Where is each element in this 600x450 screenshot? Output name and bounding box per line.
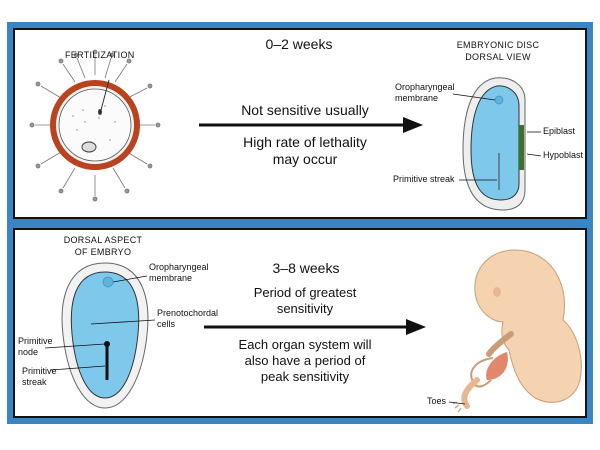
top-panel-drawing: [29, 49, 542, 211]
panel-fertilization-stage: FERTILIZATION 0–2 weeks Not sensitive us…: [13, 28, 587, 219]
outer-frame: FERTILIZATION 0–2 weeks Not sensitive us…: [7, 22, 593, 424]
panel-embryonic-stage: DORSAL ASPECT OF EMBRYO 3–8 weeks Period…: [13, 228, 587, 418]
bottom-oropharyngeal-label: Oropharyngeal membrane: [149, 262, 209, 284]
hypoblast-label: Hypoblast: [543, 150, 584, 160]
top-primitive-streak-label: Primitive streak: [393, 174, 455, 184]
top-period-label: 0–2 weeks: [265, 36, 333, 52]
primitive-node-label: Primitive node: [18, 336, 53, 358]
bottom-organ-line-3: peak sensitivity: [260, 369, 350, 384]
bottom-oro-line-2: membrane: [149, 273, 193, 283]
top-oro-line-2: membrane: [395, 93, 439, 103]
bottom-organ-line-1: Each organ system will: [238, 337, 372, 352]
top-arrow: [199, 117, 423, 133]
bottom-primitive-streak-label: Primitive streak: [22, 366, 57, 388]
top-oro-line-1: Oropharyngeal: [395, 82, 455, 92]
dorsal-title-line-2: OF EMBRYO: [74, 247, 132, 257]
dorsal-embryo-illustration: [44, 262, 156, 409]
top-line-not-sensitive: Not sensitive usually: [241, 102, 369, 118]
bottom-panel-drawing: [44, 249, 582, 413]
top-lethality-text: High rate of lethality may occur: [243, 134, 367, 168]
bottom-arrow: [204, 319, 426, 335]
epiblast-label: Epiblast: [543, 126, 576, 136]
disc-title-line-1: EMBRYONIC DISC: [456, 40, 540, 50]
node-line-2: node: [18, 347, 39, 357]
dorsal-aspect-title: DORSAL ASPECT OF EMBRYO: [64, 234, 143, 258]
bottom-oro-line-1: Oropharyngeal: [149, 262, 209, 272]
zygote-illustration: [29, 49, 161, 202]
bottom-organ-line-2: also have a period of: [244, 353, 366, 368]
toes-label: Toes: [427, 396, 447, 406]
prenotochordal-label: Prenotochordal cells: [157, 308, 218, 330]
top-oropharyngeal-label: Oropharyngeal membrane: [395, 82, 455, 104]
disc-title: EMBRYONIC DISC DORSAL VIEW: [457, 39, 540, 63]
preno-line-2: cells: [157, 319, 176, 329]
bottom-greatest-sensitivity-text: Period of greatest sensitivity: [254, 285, 357, 317]
bottom-greatest-line-1: Period of greatest: [253, 285, 357, 300]
dorsal-title-line-1: DORSAL ASPECT: [63, 235, 143, 245]
node-line-1: Primitive: [18, 336, 53, 346]
fertilization-label: FERTILIZATION: [65, 50, 135, 60]
bottom-greatest-line-2: sensitivity: [276, 301, 334, 316]
bottom-organ-system-text: Each organ system will also have a perio…: [239, 337, 372, 385]
streak-line-2: streak: [22, 377, 47, 387]
top-lethality-line-1: High rate of lethality: [243, 134, 367, 150]
preno-line-1: Prenotochordal: [157, 308, 219, 318]
disc-title-line-2: DORSAL VIEW: [465, 52, 531, 62]
embryonic-disc-illustration: [452, 77, 542, 211]
bottom-period-label: 3–8 weeks: [272, 260, 340, 276]
streak-line-1: Primitive: [22, 366, 57, 376]
top-lethality-line-2: may occur: [272, 151, 338, 167]
fetus-illustration: [448, 249, 582, 413]
